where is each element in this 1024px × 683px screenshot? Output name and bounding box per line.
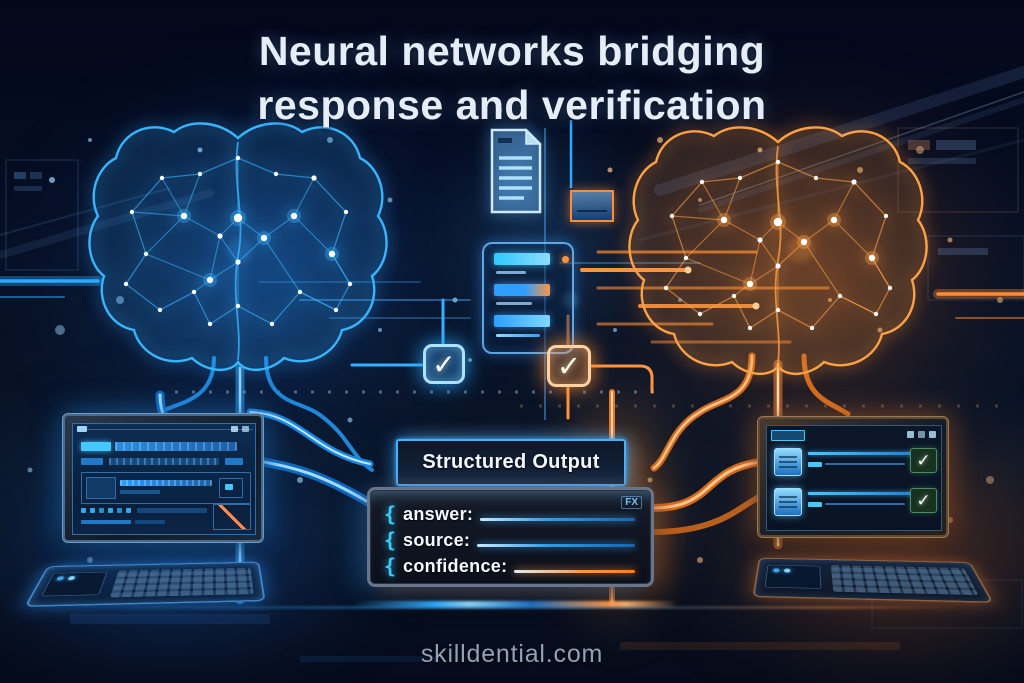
status-dot (562, 256, 569, 263)
output-row-answer: { answer: (384, 501, 635, 527)
light-streak-dim (70, 606, 960, 609)
list-bar (494, 284, 550, 296)
checkmark-orange-icon: ✓ (547, 345, 591, 387)
right-keyboard (752, 534, 994, 603)
check-glyph: ✓ (916, 450, 931, 471)
list-divider (496, 302, 532, 305)
title-line-1: Neural networks bridging (258, 28, 766, 74)
bracket-icon: { (384, 502, 397, 526)
structured-output-title-panel: Structured Output (396, 439, 626, 486)
fx-badge: FX (621, 496, 642, 509)
checkmark-blue-icon: ✓ (423, 344, 465, 384)
list-divider (496, 334, 540, 337)
field-label: source: (403, 529, 471, 550)
left-monitor (62, 413, 264, 543)
checklist-thumbnail (774, 448, 802, 476)
right-monitor-screen: ✓ ✓ (766, 425, 942, 531)
confidence-line (514, 569, 635, 573)
list-bar (494, 315, 550, 327)
answer-line (480, 517, 635, 521)
left-keyboard (24, 538, 266, 607)
key-rows (110, 567, 254, 598)
checklist-thumbnail (774, 488, 802, 516)
touchpad (764, 564, 822, 589)
touchpad (41, 571, 108, 597)
right-brain-network (628, 126, 928, 376)
check-glyph: ✓ (432, 347, 456, 381)
website-watermark: skilldential.com (420, 640, 604, 668)
check-glyph: ✓ (916, 490, 931, 511)
right-monitor: ✓ ✓ (757, 416, 949, 538)
bracket-icon: { (384, 554, 397, 578)
left-monitor-screen (72, 423, 256, 535)
document-icon (490, 128, 542, 214)
structured-output-title: Structured Output (422, 451, 600, 473)
bracket-icon: { (384, 528, 397, 552)
mini-screen-panel (570, 190, 614, 222)
key-rows (831, 564, 979, 596)
page-title: Neural networks bridging response and ve… (0, 24, 1024, 132)
field-label: answer: (403, 503, 474, 524)
verified-check-icon: ✓ (910, 488, 937, 513)
list-bar (494, 253, 550, 265)
structured-output-panel: FX { answer: { source: { confidence: (367, 487, 654, 587)
verified-check-icon: ✓ (910, 448, 937, 473)
source-line (477, 543, 635, 547)
left-brain-network (88, 122, 388, 372)
light-streak (352, 601, 678, 608)
data-list-panel (482, 242, 574, 354)
check-glyph: ✓ (556, 349, 582, 383)
output-row-confidence: { confidence: (384, 553, 635, 579)
field-label: confidence: (403, 555, 508, 576)
output-row-source: { source: (384, 527, 635, 553)
title-line-2: response and verification (257, 82, 767, 129)
list-divider (496, 271, 526, 274)
